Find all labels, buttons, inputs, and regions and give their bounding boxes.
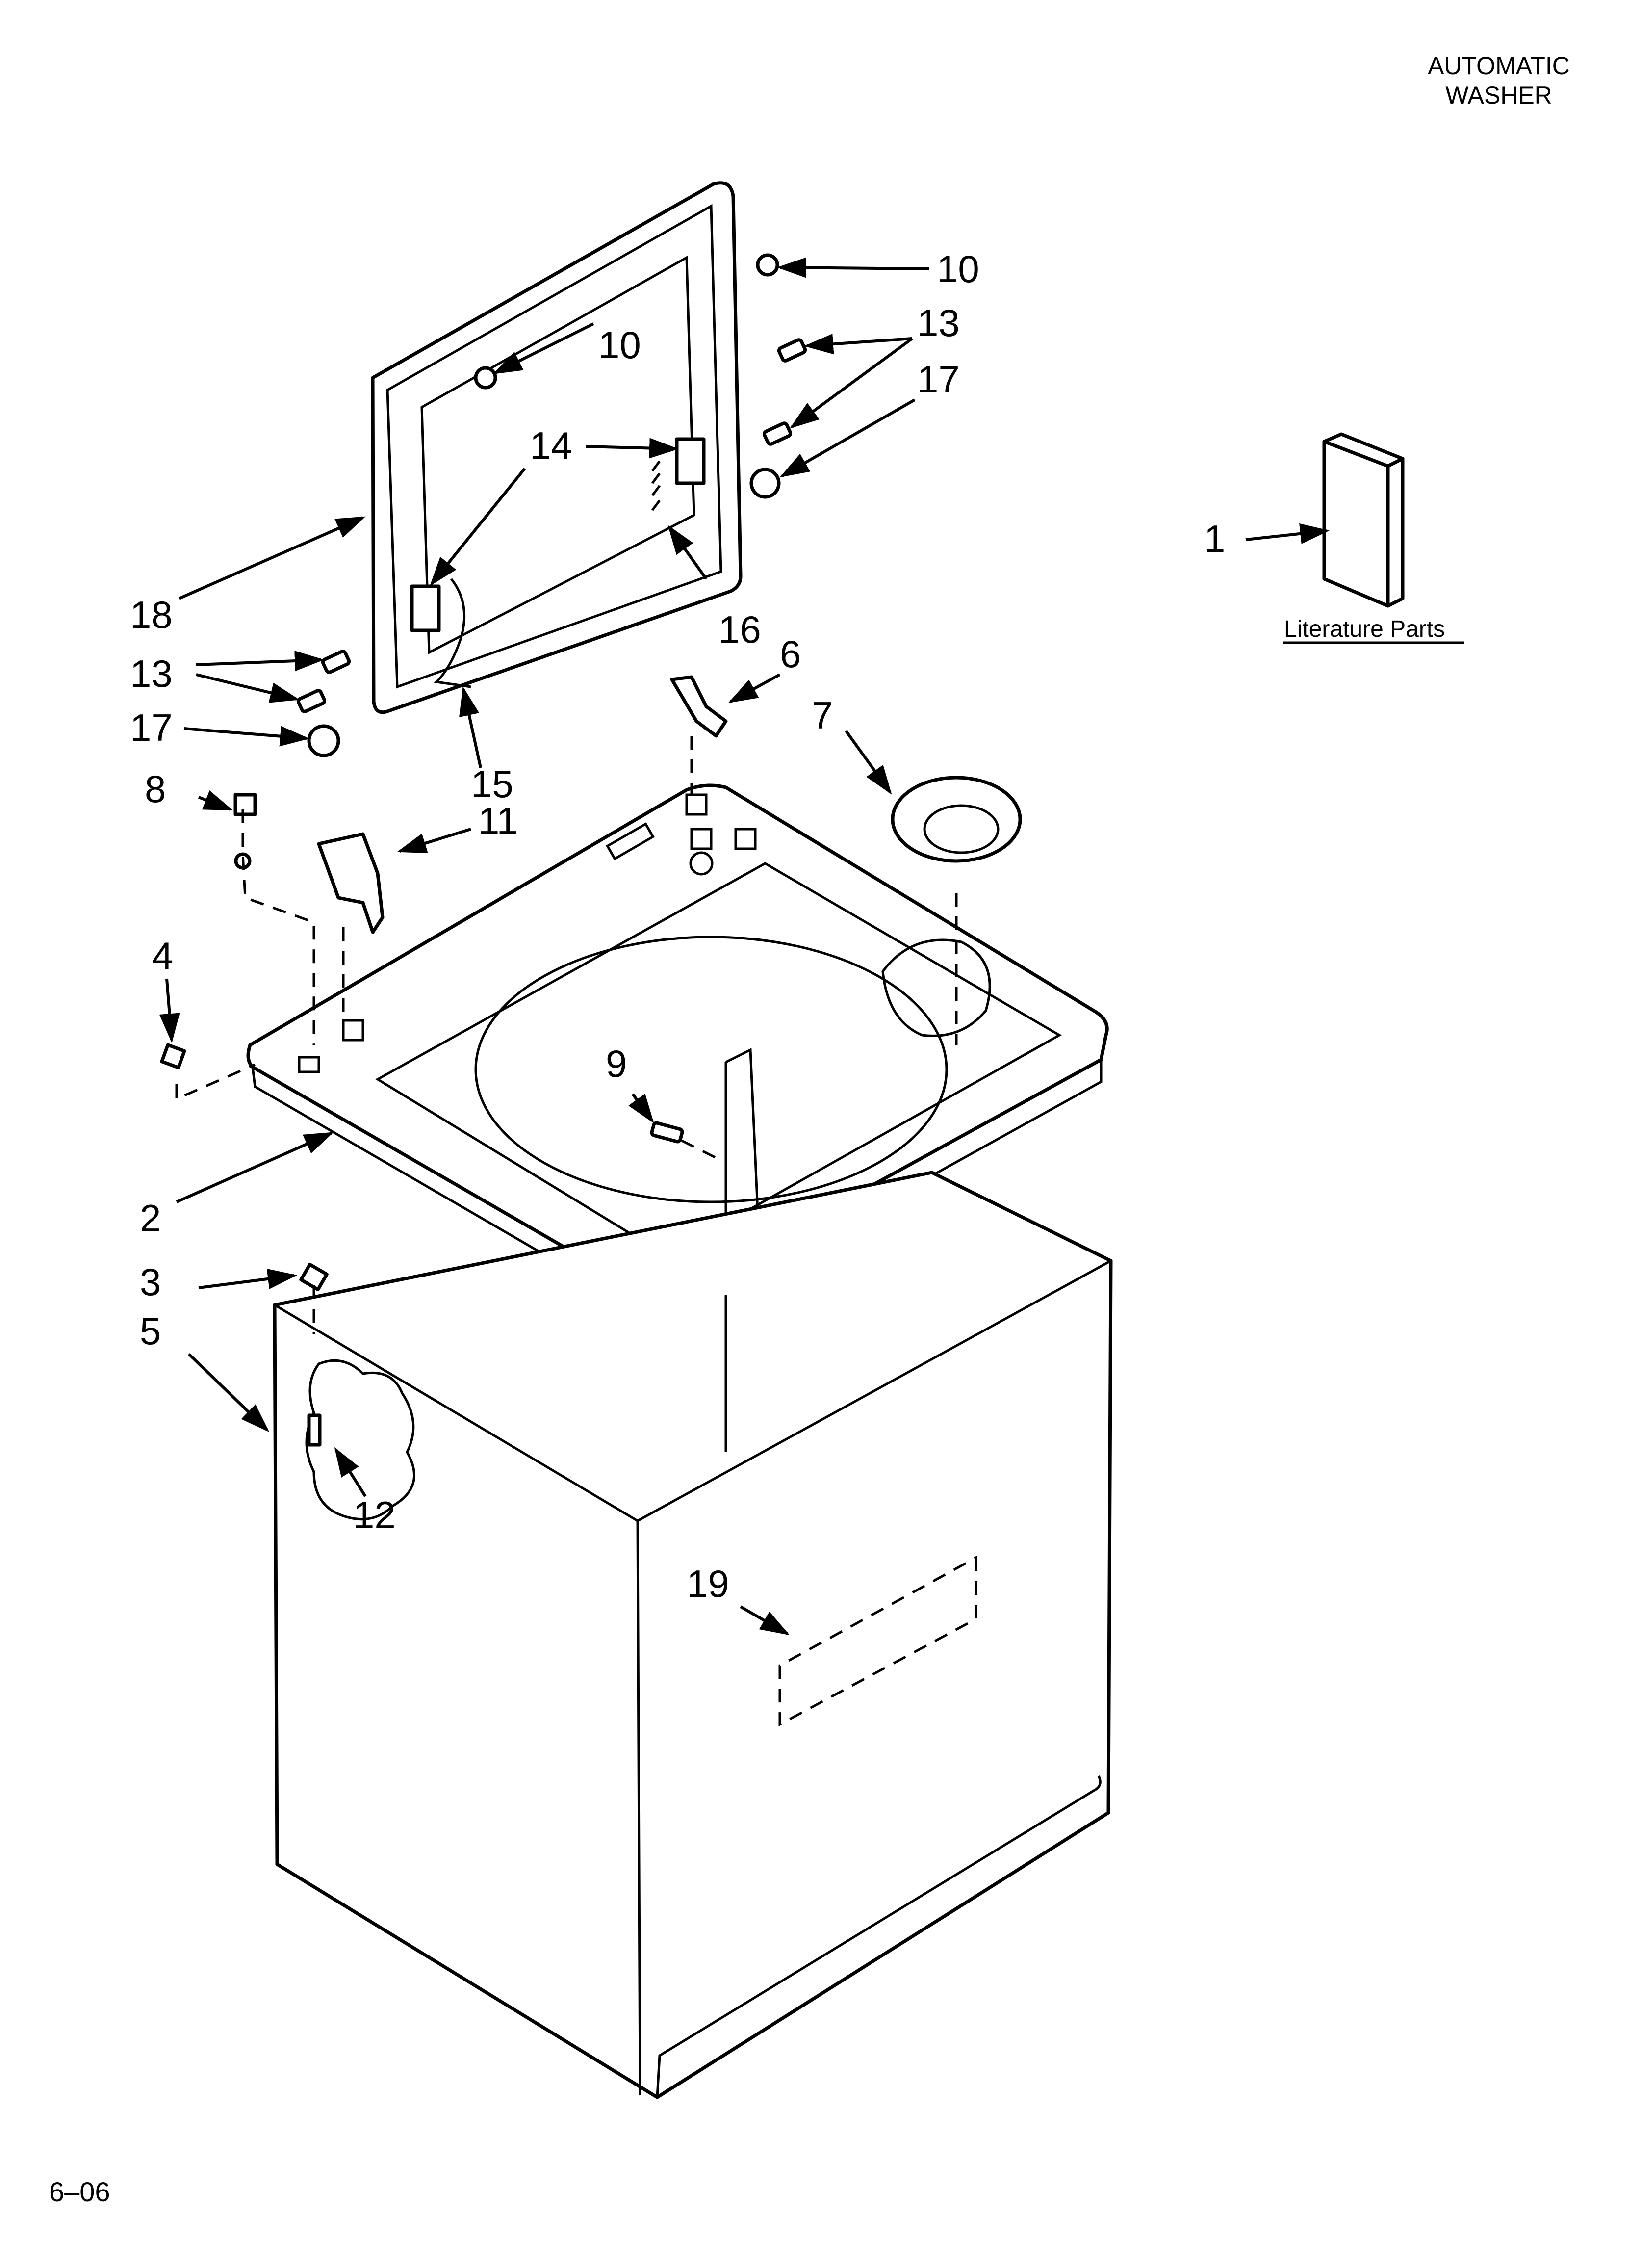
callout-14: 14: [530, 424, 572, 467]
hinge-bushings: [307, 468, 781, 757]
callout-8: 8: [145, 767, 166, 810]
switch-screw: [233, 793, 257, 870]
callout-19: 19: [687, 1562, 729, 1605]
callout-15: 15: [471, 762, 513, 806]
callout-7: 7: [812, 694, 833, 737]
clip-nut-3: [299, 1262, 329, 1292]
header-line-1: AUTOMATIC: [1428, 52, 1570, 79]
callout-1: 1: [1204, 517, 1225, 560]
clip: [670, 675, 728, 738]
leader-lines: [159, 257, 1330, 1636]
lid-bumper-top: [756, 253, 779, 277]
callout-10-mid: 10: [598, 323, 641, 366]
callout-13-left: 13: [130, 652, 173, 695]
screw-9: [650, 1121, 684, 1144]
hinge-screws-right: [762, 338, 807, 446]
lid-bumper-mid: [474, 366, 497, 390]
callout-numbers: 1 2 3 4 5 6 7 8 9 10 10 11 12 13 13 14 1…: [130, 247, 1225, 1605]
callout-5: 5: [140, 1309, 161, 1353]
assembly-lines: [175, 736, 977, 1727]
callout-4: 4: [152, 934, 173, 977]
callout-12: 12: [353, 1493, 396, 1537]
callout-16: 16: [718, 608, 761, 651]
hinge-bracket-left: [410, 584, 441, 632]
cabinet: [273, 1171, 1113, 2099]
callout-10-top: 10: [937, 247, 979, 290]
lid-switch-assembly: [317, 832, 385, 934]
clip-nut-4: [160, 1043, 186, 1069]
literature-parts-box: [1322, 432, 1405, 608]
callout-11: 11: [478, 799, 518, 842]
callout-9: 9: [606, 1042, 627, 1085]
hinge-bracket-right: [651, 437, 706, 511]
callout-6: 6: [780, 632, 801, 676]
hinge-rod: [434, 578, 471, 688]
bleach-dispenser: [891, 776, 1022, 863]
lid: [371, 181, 743, 714]
header-line-2: WASHER: [1445, 81, 1552, 109]
callout-13-right: 13: [917, 301, 960, 344]
page-footer-code: 6–06: [49, 2176, 110, 2207]
callout-2: 2: [140, 1197, 161, 1240]
callout-18: 18: [130, 593, 173, 636]
hinge-screws-left: [296, 650, 351, 713]
callout-17-right: 17: [917, 358, 960, 401]
callout-3: 3: [140, 1260, 161, 1303]
header-title: AUTOMATIC WASHER: [1396, 51, 1602, 110]
literature-parts-label: Literature Parts: [1284, 616, 1445, 642]
callout-17-left: 17: [130, 706, 173, 749]
